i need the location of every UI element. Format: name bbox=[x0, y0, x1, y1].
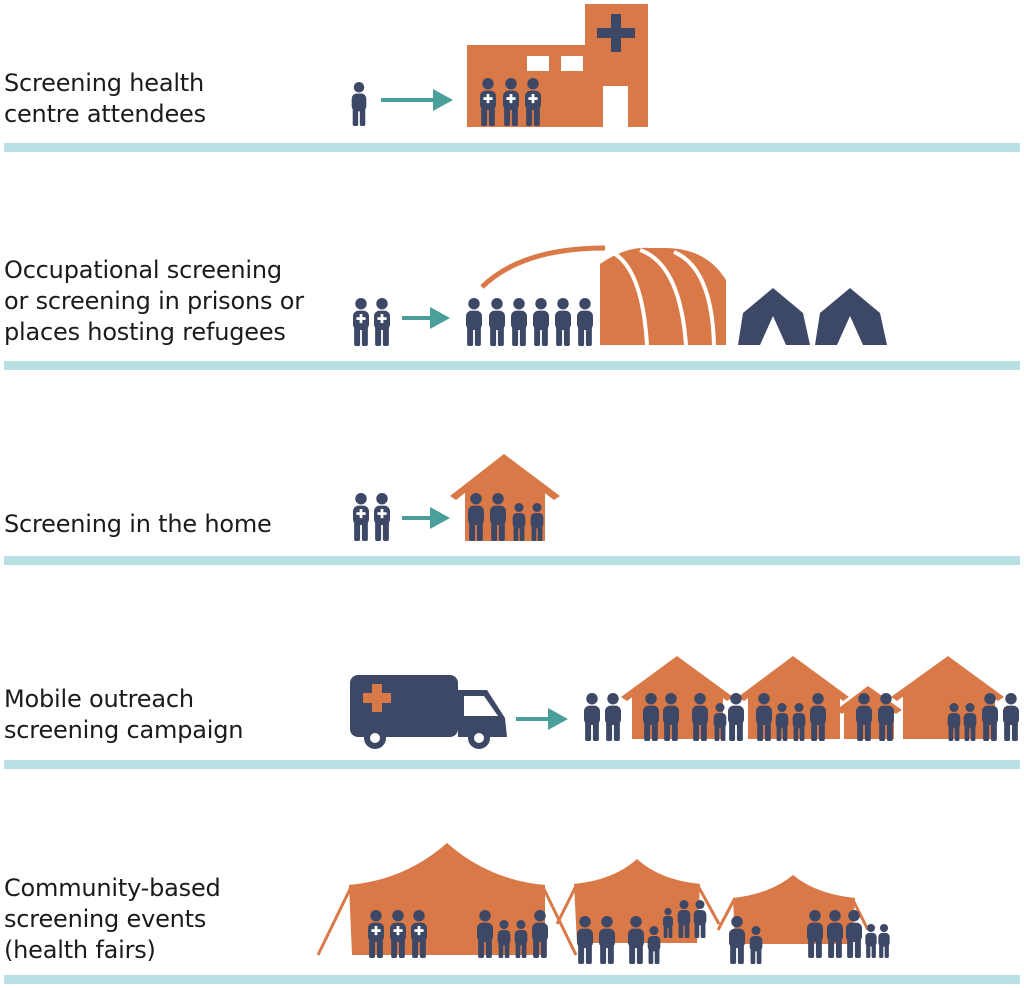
arrow-icon bbox=[381, 89, 453, 111]
health-worker-icon bbox=[525, 78, 541, 126]
quonset-hut-icon bbox=[480, 245, 726, 346]
person-icon bbox=[827, 910, 843, 958]
arrow-icon bbox=[402, 507, 450, 529]
person-icon bbox=[511, 298, 527, 346]
person-icon bbox=[577, 916, 593, 964]
person-icon bbox=[599, 916, 615, 964]
health-worker-icon bbox=[480, 78, 496, 126]
person-icon bbox=[466, 298, 482, 346]
person-icon bbox=[497, 920, 511, 958]
person-icon bbox=[530, 503, 544, 541]
person-icon bbox=[477, 910, 493, 958]
person-icon bbox=[878, 693, 894, 741]
person-icon bbox=[647, 926, 661, 964]
label-line: places hosting refugees bbox=[4, 318, 286, 346]
person-icon bbox=[792, 703, 806, 741]
person-icon bbox=[1003, 693, 1019, 741]
label-line: (health fairs) bbox=[4, 936, 156, 964]
person-icon bbox=[605, 693, 621, 741]
row-label-mobile: Mobile outreach screening campaign bbox=[4, 684, 243, 746]
person-icon bbox=[846, 910, 862, 958]
person-icon bbox=[775, 703, 789, 741]
divider-bar bbox=[4, 975, 1020, 984]
person-icon bbox=[351, 82, 367, 126]
row-label-home: Screening in the home bbox=[4, 509, 272, 540]
label-line: Screening health bbox=[4, 69, 205, 97]
label-line: centre attendees bbox=[4, 100, 206, 128]
label-line: screening events bbox=[4, 905, 207, 933]
health-worker-icon bbox=[368, 910, 384, 958]
health-centre-building-icon bbox=[467, 4, 648, 127]
health-worker-icon bbox=[353, 493, 369, 541]
person-icon bbox=[963, 703, 977, 741]
row-label-occupational: Occupational screening or screening in p… bbox=[4, 255, 304, 348]
ambulance-truck-icon bbox=[350, 675, 507, 749]
health-worker-icon bbox=[390, 910, 406, 958]
row-label-community: Community-based screening events (health… bbox=[4, 873, 221, 966]
health-worker-icon bbox=[503, 78, 519, 126]
person-icon bbox=[628, 916, 644, 964]
health-worker-icon bbox=[353, 298, 369, 346]
person-icon bbox=[532, 910, 548, 958]
house-icon bbox=[450, 454, 560, 541]
person-icon bbox=[947, 703, 961, 741]
divider-bar bbox=[4, 760, 1020, 769]
person-icon bbox=[577, 298, 593, 346]
person-icon bbox=[489, 298, 505, 346]
person-icon bbox=[663, 693, 679, 741]
person-icon bbox=[810, 693, 826, 741]
person-icon bbox=[693, 900, 707, 938]
person-icon bbox=[982, 693, 998, 741]
arrow-icon bbox=[402, 307, 450, 329]
health-worker-icon bbox=[374, 298, 390, 346]
label-line: Mobile outreach bbox=[4, 685, 194, 713]
person-icon bbox=[490, 493, 506, 541]
person-icon bbox=[749, 926, 763, 964]
person-icon bbox=[584, 693, 600, 741]
person-icon bbox=[729, 916, 745, 964]
person-icon bbox=[677, 900, 691, 938]
tent-icon bbox=[738, 288, 887, 345]
person-icon bbox=[692, 693, 708, 741]
person-icon bbox=[468, 493, 484, 541]
person-icon bbox=[643, 693, 659, 741]
label-line: screening campaign bbox=[4, 716, 244, 744]
person-icon bbox=[756, 693, 772, 741]
row-label-health-centre: Screening health centre attendees bbox=[4, 68, 206, 130]
health-worker-icon bbox=[411, 910, 427, 958]
label-line: Occupational screening bbox=[4, 256, 282, 284]
arrow-icon bbox=[516, 708, 568, 730]
person-icon bbox=[512, 503, 526, 541]
divider-bar bbox=[4, 143, 1020, 152]
person-icon bbox=[555, 298, 571, 346]
person-icon bbox=[713, 703, 727, 741]
person-icon bbox=[856, 693, 872, 741]
person-icon bbox=[728, 693, 744, 741]
divider-bar bbox=[4, 556, 1020, 565]
person-icon bbox=[807, 910, 823, 958]
person-icon bbox=[533, 298, 549, 346]
label-line: Community-based bbox=[4, 874, 221, 902]
divider-bar bbox=[4, 361, 1020, 370]
person-icon bbox=[865, 924, 877, 958]
health-worker-icon bbox=[374, 493, 390, 541]
person-icon bbox=[514, 920, 528, 958]
person-icon bbox=[878, 924, 890, 958]
label-line: or screening in prisons or bbox=[4, 287, 304, 315]
label-line: Screening in the home bbox=[4, 510, 272, 538]
person-icon bbox=[663, 908, 673, 938]
